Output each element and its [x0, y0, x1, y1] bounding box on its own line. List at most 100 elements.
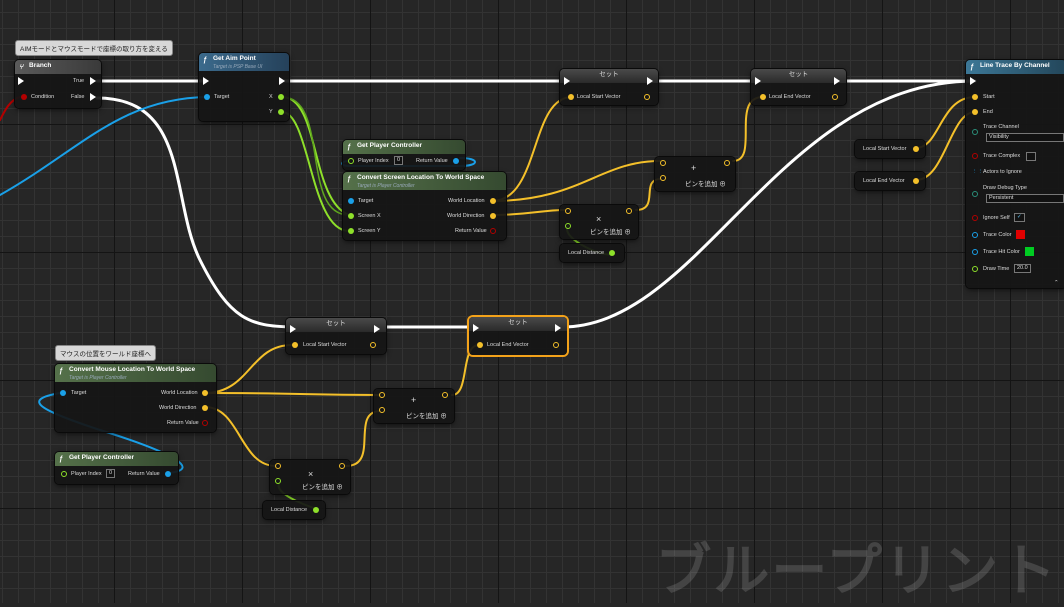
vector-out-pin[interactable] [370, 342, 376, 348]
vector-in-pin[interactable] [477, 342, 483, 348]
trace-hit-color-swatch[interactable] [1025, 247, 1034, 256]
vector-in-pin[interactable] [292, 342, 298, 348]
exec-false-pin[interactable] [90, 93, 96, 101]
exec-out-pin[interactable] [834, 77, 840, 85]
a-pin[interactable] [565, 208, 571, 214]
local-end-pin[interactable] [913, 178, 919, 184]
trace-color-pin[interactable] [972, 232, 978, 238]
exec-in-pin[interactable] [203, 77, 209, 85]
target-pin[interactable] [60, 390, 66, 396]
add-pin-button[interactable]: ピンを追加 ⊕ [302, 481, 343, 491]
exec-out-pin[interactable] [374, 325, 380, 333]
local-start-var[interactable]: Local Start Vector [855, 140, 925, 158]
exec-in-pin[interactable] [18, 77, 24, 85]
a-pin[interactable] [660, 160, 666, 166]
return-value-pin[interactable] [202, 420, 208, 426]
end-pin[interactable] [972, 109, 978, 115]
trace-hit-color-pin[interactable] [972, 249, 978, 255]
draw-debug-pin[interactable] [972, 191, 978, 197]
result-pin[interactable] [626, 208, 632, 214]
trace-complex-checkbox[interactable] [1026, 152, 1036, 161]
set-node-start[interactable]: セット Local Start Vector [560, 69, 658, 105]
a-pin[interactable] [275, 463, 281, 469]
exec-out-pin[interactable] [555, 324, 561, 332]
vector-out-pin[interactable] [553, 342, 559, 348]
ignore-self-pin[interactable] [972, 215, 978, 221]
player-index-pin[interactable] [348, 158, 354, 164]
add-node-bottom[interactable]: + ピンを追加 ⊕ [374, 389, 454, 423]
exec-in-pin[interactable] [755, 77, 761, 85]
exec-out-pin[interactable] [647, 77, 653, 85]
world-location-pin[interactable] [490, 198, 496, 204]
collapse-icon[interactable]: ⌃ [1054, 280, 1059, 286]
b-pin[interactable] [275, 478, 281, 484]
result-pin[interactable] [724, 160, 730, 166]
exec-true-pin[interactable] [90, 77, 96, 85]
local-distance-var-top[interactable]: Local Distance [560, 244, 624, 262]
trace-color-swatch[interactable] [1016, 230, 1025, 239]
add-node-top[interactable]: + ピンを追加 ⊕ [655, 157, 735, 191]
start-pin[interactable] [972, 94, 978, 100]
local-distance-pin[interactable] [313, 507, 319, 513]
return-value-pin[interactable] [453, 158, 459, 164]
vector-in-pin[interactable] [760, 94, 766, 100]
comment-mouse-to-world[interactable]: マウスの位置をワールド座標へ [55, 345, 156, 361]
y-pin[interactable] [278, 109, 284, 115]
result-pin[interactable] [339, 463, 345, 469]
multiply-node-bottom[interactable]: × ピンを追加 ⊕ [270, 460, 350, 494]
draw-time-field[interactable]: 20.0 [1014, 264, 1031, 273]
result-pin[interactable] [442, 392, 448, 398]
draw-debug-dropdown[interactable]: Persistent [986, 194, 1064, 203]
comment-aim-mode[interactable]: AIMモードとマウスモードで座標の取り方を変える [15, 40, 173, 56]
a-pin[interactable] [379, 392, 385, 398]
branch-node[interactable]: ⑂Branch True Condition False [15, 60, 101, 108]
set-node-start-bottom[interactable]: セット Local Start Vector [286, 318, 386, 354]
exec-in-pin[interactable] [473, 324, 479, 332]
player-index-pin[interactable] [61, 471, 67, 477]
vector-out-pin[interactable] [644, 94, 650, 100]
exec-in-pin[interactable] [290, 325, 296, 333]
world-location-pin[interactable] [202, 390, 208, 396]
exec-in-pin[interactable] [970, 77, 976, 85]
target-pin[interactable] [204, 94, 210, 100]
player-index-field[interactable]: 0 [394, 156, 404, 165]
multiply-node-top[interactable]: × ピンを追加 ⊕ [560, 205, 638, 239]
b-pin[interactable] [565, 223, 571, 229]
return-value-pin[interactable] [165, 471, 171, 477]
exec-out-pin[interactable] [279, 77, 285, 85]
vector-out-pin[interactable] [832, 94, 838, 100]
add-pin-button[interactable]: ピンを追加 ⊕ [685, 178, 726, 188]
x-pin[interactable] [278, 94, 284, 100]
exec-in-pin[interactable] [564, 77, 570, 85]
add-pin-button[interactable]: ピンを追加 ⊕ [590, 226, 631, 236]
screen-x-pin[interactable] [348, 213, 354, 219]
player-index-field[interactable]: 0 [106, 469, 116, 478]
set-node-end-bottom[interactable]: セット Local End Vector [469, 317, 567, 355]
ignore-self-checkbox[interactable]: ✓ [1014, 213, 1025, 222]
local-distance-var-bottom[interactable]: Local Distance [263, 501, 325, 519]
return-value-pin[interactable] [490, 228, 496, 234]
local-start-pin[interactable] [913, 146, 919, 152]
world-direction-pin[interactable] [202, 405, 208, 411]
condition-pin[interactable] [21, 94, 27, 100]
vector-in-pin[interactable] [568, 94, 574, 100]
add-pin-button[interactable]: ピンを追加 ⊕ [406, 410, 447, 420]
trace-channel-dropdown[interactable]: Visibility [986, 133, 1064, 142]
trace-complex-pin[interactable] [972, 153, 978, 159]
b-pin[interactable] [379, 407, 385, 413]
b-pin[interactable] [660, 175, 666, 181]
set-node-end[interactable]: セット Local End Vector [751, 69, 846, 105]
local-distance-pin[interactable] [609, 250, 615, 256]
world-direction-pin[interactable] [490, 213, 496, 219]
screen-y-pin[interactable] [348, 228, 354, 234]
trace-channel-pin[interactable] [972, 129, 978, 135]
target-pin[interactable] [348, 198, 354, 204]
draw-time-pin[interactable] [972, 266, 978, 272]
local-end-var[interactable]: Local End Vector [855, 172, 925, 190]
